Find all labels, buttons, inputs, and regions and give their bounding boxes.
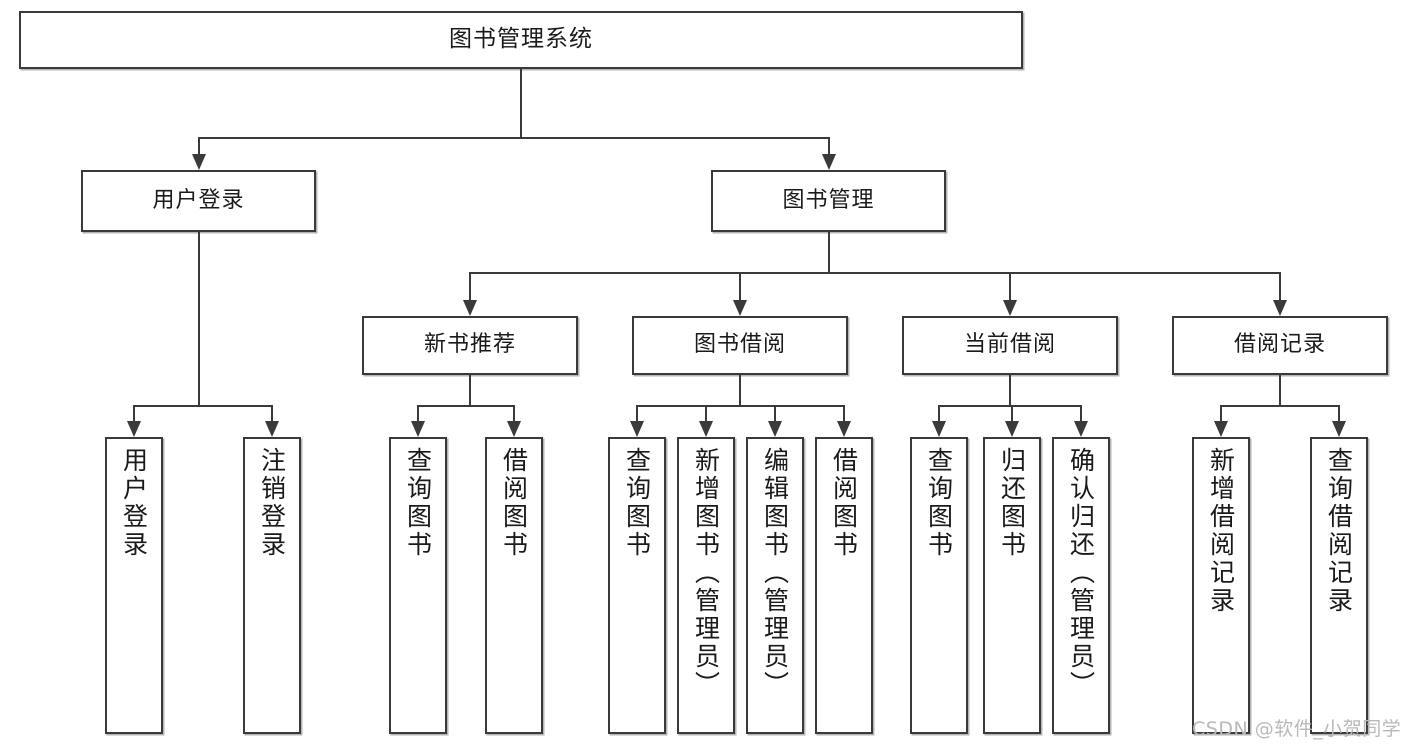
arrowhead-leaf-add-book-admin <box>699 421 713 437</box>
csdn-watermark: CSDN @软件_小贺同学 <box>1192 718 1402 740</box>
connector-new-book-recommend-bus <box>418 405 514 407</box>
node-label: 图书管理 <box>782 187 875 213</box>
node-borrow-record[interactable]: 借阅记录 <box>1172 316 1388 375</box>
leaf-return-book[interactable]: 归还图书 <box>983 437 1041 734</box>
arrowhead-book-borrow <box>733 300 747 316</box>
leaf-label: 查询借阅记录 <box>1324 447 1354 615</box>
leaf-query-book-borrow[interactable]: 查询图书 <box>608 437 666 734</box>
arrowhead-leaf-query-book-borrow <box>630 421 644 437</box>
node-user-login[interactable]: 用户登录 <box>81 170 316 232</box>
connector-borrow-record-to-leaf-query-borrow-record <box>1338 405 1340 421</box>
arrowhead-leaf-confirm-return-admin <box>1074 421 1088 437</box>
leaf-label: 用户登录 <box>119 447 149 559</box>
leaf-query-book-current[interactable]: 查询图书 <box>910 437 968 734</box>
arrowhead-leaf-return-book <box>1005 421 1019 437</box>
connector-user-login-stem <box>197 232 200 405</box>
leaf-label: 查询图书 <box>403 447 433 559</box>
connector-current-borrow-bus <box>939 405 1081 407</box>
leaf-user-login[interactable]: 用户登录 <box>105 437 163 734</box>
arrowhead-borrow-record <box>1273 300 1287 316</box>
connector-book-manage-stem <box>827 232 830 272</box>
connector-book-borrow-stem <box>739 375 741 405</box>
arrowhead-leaf-query-book-current <box>932 421 946 437</box>
leaf-label: 查询图书 <box>622 447 652 559</box>
arrowhead-leaf-borrow-book-recommend <box>507 421 521 437</box>
connector-book-borrow-to-leaf-add-book-admin <box>705 405 707 421</box>
arrowhead-leaf-borrow-book <box>837 421 851 437</box>
node-current-borrow[interactable]: 当前借阅 <box>902 316 1118 375</box>
connector-book-manage-to-book-borrow <box>739 272 741 300</box>
connector-book-manage-to-new-book <box>469 272 471 300</box>
arrowhead-leaf-query-book-recommend <box>411 421 425 437</box>
connector-current-borrow-to-leaf-query-book-current <box>938 405 940 421</box>
arrowhead-to-user-login <box>191 154 206 170</box>
node-label: 新书推荐 <box>423 332 516 358</box>
connector-borrow-record-to-leaf-add-borrow-record <box>1220 405 1222 421</box>
leaf-label: 确认归还（管理员） <box>1066 447 1096 699</box>
leaf-logout-login[interactable]: 注销登录 <box>243 437 301 734</box>
connector-book-borrow-to-leaf-borrow-book <box>843 405 845 421</box>
connector-current-borrow-to-leaf-return-book <box>1011 405 1013 421</box>
connector-new-book-recommend-to-leaf-borrow-book-recommend <box>513 405 515 421</box>
connector-book-manage-to-borrow-record <box>1279 272 1281 300</box>
arrowhead-user-login-leaf-2 <box>265 421 279 437</box>
node-book-management[interactable]: 图书管理 <box>711 170 946 232</box>
leaf-label: 注销登录 <box>257 447 287 559</box>
connector-root-bus <box>198 137 829 139</box>
node-label: 用户登录 <box>152 187 245 213</box>
leaf-label: 查询图书 <box>924 447 954 559</box>
connector-current-borrow-stem <box>1009 375 1011 405</box>
node-label: 当前借阅 <box>963 332 1056 358</box>
leaf-add-borrow-record[interactable]: 新增借阅记录 <box>1192 437 1250 734</box>
connector-book-borrow-bus <box>637 405 844 407</box>
leaf-borrow-book[interactable]: 借阅图书 <box>815 437 873 734</box>
leaf-confirm-return-admin[interactable]: 确认归还（管理员） <box>1052 437 1110 734</box>
connector-user-login-bus <box>134 405 272 407</box>
leaf-label: 借阅图书 <box>829 447 859 559</box>
connector-borrow-record-stem <box>1279 375 1281 405</box>
leaf-query-book-recommend[interactable]: 查询图书 <box>389 437 447 734</box>
leaf-label: 借阅图书 <box>499 447 529 559</box>
connector-root-to-book-manage <box>827 137 830 154</box>
leaf-label: 归还图书 <box>997 447 1027 559</box>
connector-book-manage-to-current-borrow <box>1009 272 1011 300</box>
connector-root-to-user-login <box>197 137 200 154</box>
arrowhead-to-book-manage <box>821 154 836 170</box>
connector-user-login-to-leaf-1 <box>133 405 135 421</box>
node-label: 借阅记录 <box>1233 332 1326 358</box>
node-root-book-management-system[interactable]: 图书管理系统 <box>19 11 1023 69</box>
connector-user-login-to-leaf-2 <box>271 405 273 421</box>
arrowhead-leaf-edit-book-admin <box>768 421 782 437</box>
leaf-label: 编辑图书（管理员） <box>760 447 790 699</box>
leaf-borrow-book-recommend[interactable]: 借阅图书 <box>485 437 543 734</box>
node-label: 图书管理系统 <box>449 26 593 53</box>
arrowhead-leaf-query-borrow-record <box>1332 421 1346 437</box>
connector-current-borrow-to-leaf-confirm-return-admin <box>1080 405 1082 421</box>
arrowhead-user-login-leaf-1 <box>127 421 141 437</box>
arrowhead-new-book-recommend <box>463 300 477 316</box>
connector-root-stem <box>520 69 522 137</box>
node-new-book-recommend[interactable]: 新书推荐 <box>362 316 578 375</box>
connector-new-book-recommend-stem <box>469 375 471 405</box>
leaf-label: 新增图书（管理员） <box>691 447 721 699</box>
arrowhead-leaf-add-borrow-record <box>1214 421 1228 437</box>
connector-book-manage-bus <box>470 272 1280 274</box>
node-label: 图书借阅 <box>693 332 786 358</box>
leaf-label: 新增借阅记录 <box>1206 447 1236 615</box>
node-book-borrow[interactable]: 图书借阅 <box>632 316 848 375</box>
connector-book-borrow-to-leaf-edit-book-admin <box>774 405 776 421</box>
leaf-add-book-admin[interactable]: 新增图书（管理员） <box>677 437 735 734</box>
connector-new-book-recommend-to-leaf-query-book-recommend <box>417 405 419 421</box>
connector-book-borrow-to-leaf-query-book-borrow <box>636 405 638 421</box>
leaf-edit-book-admin[interactable]: 编辑图书（管理员） <box>746 437 804 734</box>
connector-borrow-record-bus <box>1221 405 1339 407</box>
leaf-query-borrow-record[interactable]: 查询借阅记录 <box>1310 437 1368 734</box>
arrowhead-current-borrow <box>1003 300 1017 316</box>
